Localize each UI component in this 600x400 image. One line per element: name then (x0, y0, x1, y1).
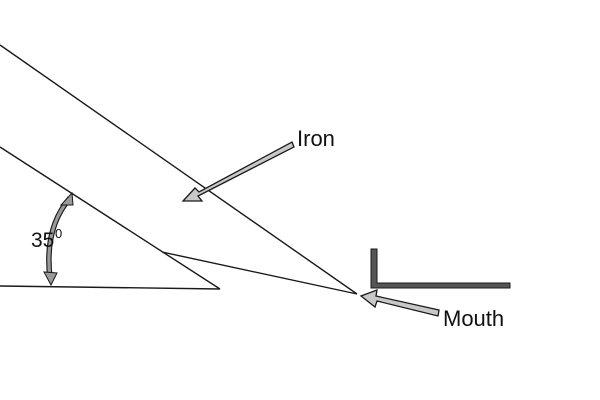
angle-arrow-top-icon (59, 191, 74, 206)
bed-line (0, 146, 221, 290)
iron-top-edge (0, 44, 358, 295)
mouth-label: Mouth (443, 306, 504, 331)
sole-baseline (0, 285, 221, 290)
angle-unit-label: 0 (55, 226, 62, 241)
mouth-front-sole (370, 248, 511, 289)
iron-label: Iron (297, 126, 335, 151)
angle-value-label: 35 (31, 229, 54, 252)
mouth-pointer-arrow (359, 288, 440, 317)
iron-pointer-arrow (181, 141, 295, 202)
angle-arrow-bottom-icon (43, 271, 58, 287)
iron-bottom-edge (161, 251, 358, 295)
